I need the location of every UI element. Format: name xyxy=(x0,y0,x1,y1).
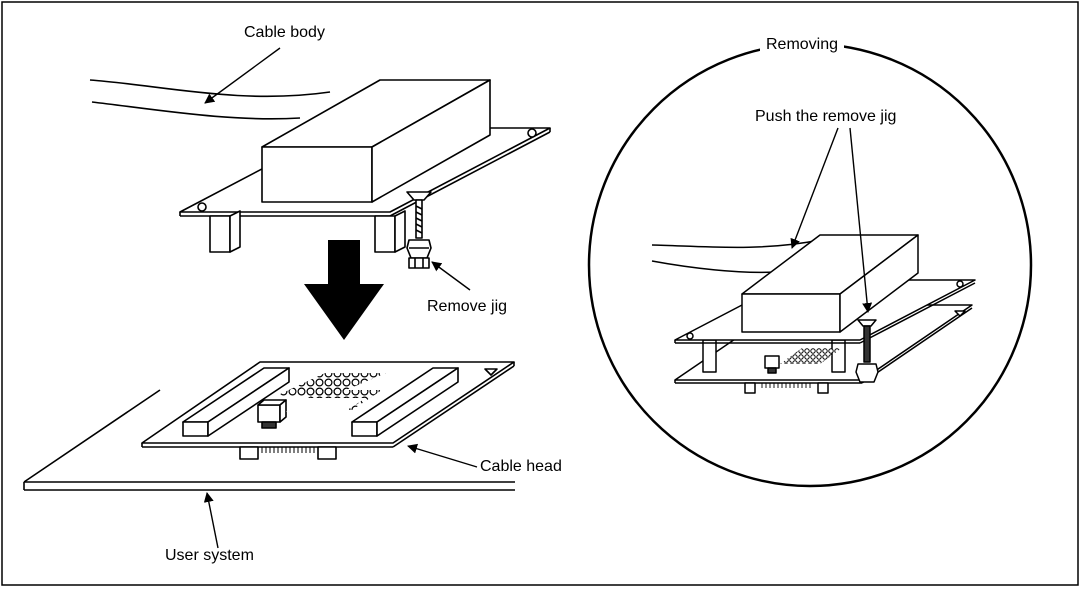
cable-head-label: Cable head xyxy=(480,458,562,475)
cable-wire-bottom xyxy=(91,101,301,120)
insert-direction-arrow xyxy=(304,240,384,340)
cable-wire-top xyxy=(89,79,331,98)
remove-jig xyxy=(406,191,432,269)
connector-leg xyxy=(239,446,259,460)
removing-title: Removing xyxy=(760,36,845,54)
removing-detail-assembly xyxy=(651,234,976,394)
user-system-arrow xyxy=(203,492,219,549)
cable-body-assembly xyxy=(89,79,551,269)
remove-jig-arrow xyxy=(431,261,471,291)
push-remove-jig-label: Push the remove jig xyxy=(755,108,897,125)
cable-head-arrow xyxy=(407,443,478,468)
cable-body-box-front xyxy=(261,146,373,203)
label-arrows-left xyxy=(203,47,478,549)
connector-leg xyxy=(317,446,337,460)
mounting-hole xyxy=(527,128,537,138)
user-system-label: User system xyxy=(165,547,254,564)
orientation-mark xyxy=(484,368,498,376)
push-arrow-cable xyxy=(790,127,839,249)
cable-body-box-side xyxy=(371,79,491,203)
connector-leg xyxy=(374,215,396,253)
cable-body-label: Cable body xyxy=(244,24,325,41)
remove-jig-label: Remove jig xyxy=(427,298,508,315)
mounting-hole xyxy=(197,202,207,212)
socket-pin-array xyxy=(276,373,386,412)
push-arrow-jig xyxy=(849,127,873,313)
label-arrows-right xyxy=(790,127,873,313)
connector-leg xyxy=(209,215,231,253)
cable-body-arrow xyxy=(204,47,281,104)
user-system-board xyxy=(23,389,515,491)
